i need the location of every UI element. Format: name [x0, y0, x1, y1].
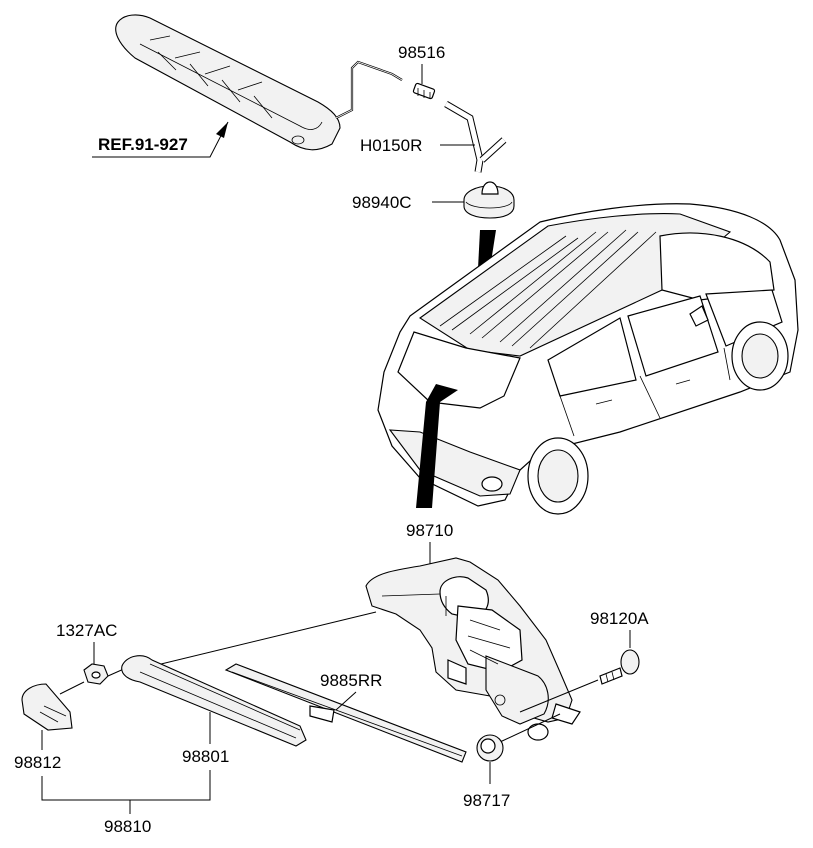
- label-98717: 98717: [463, 791, 510, 810]
- label-9885RR: 9885RR: [320, 671, 382, 690]
- label-1327AC: 1327AC: [56, 621, 117, 640]
- bolt-98120A: 98120A: [519, 609, 649, 713]
- cap-98812: 98812: [14, 683, 73, 772]
- cap-98717: 98717: [463, 713, 561, 810]
- vehicle-illustration: [377, 203, 799, 515]
- wiper-blade-9885RR: 9885RR: [224, 663, 467, 763]
- ref-callout: REF.91-927: [92, 121, 229, 158]
- label-98812: 98812: [14, 753, 61, 772]
- high-mount-lamp-assembly: [115, 14, 403, 151]
- label-98516: 98516: [398, 43, 445, 62]
- ref-label: REF.91-927: [98, 135, 188, 154]
- leader-arrow-bottom: [416, 384, 458, 508]
- label-H0150R: H0150R: [360, 136, 422, 155]
- nut-1327AC: 1327AC: [56, 621, 127, 695]
- assembly-bracket-98810: 98810: [41, 770, 211, 836]
- label-98120A: 98120A: [590, 609, 649, 628]
- wiper-arm-98801: 98801: [121, 611, 377, 766]
- label-98801: 98801: [182, 747, 229, 766]
- label-98710: 98710: [406, 521, 453, 540]
- hose-H0150R: H0150R: [360, 100, 507, 173]
- label-98810: 98810: [104, 817, 151, 836]
- label-98940C: 98940C: [352, 193, 412, 212]
- connector-98516: 98516: [398, 43, 445, 100]
- grommet-98940C: 98940C: [352, 181, 515, 219]
- wiper-motor-98710: [365, 557, 581, 741]
